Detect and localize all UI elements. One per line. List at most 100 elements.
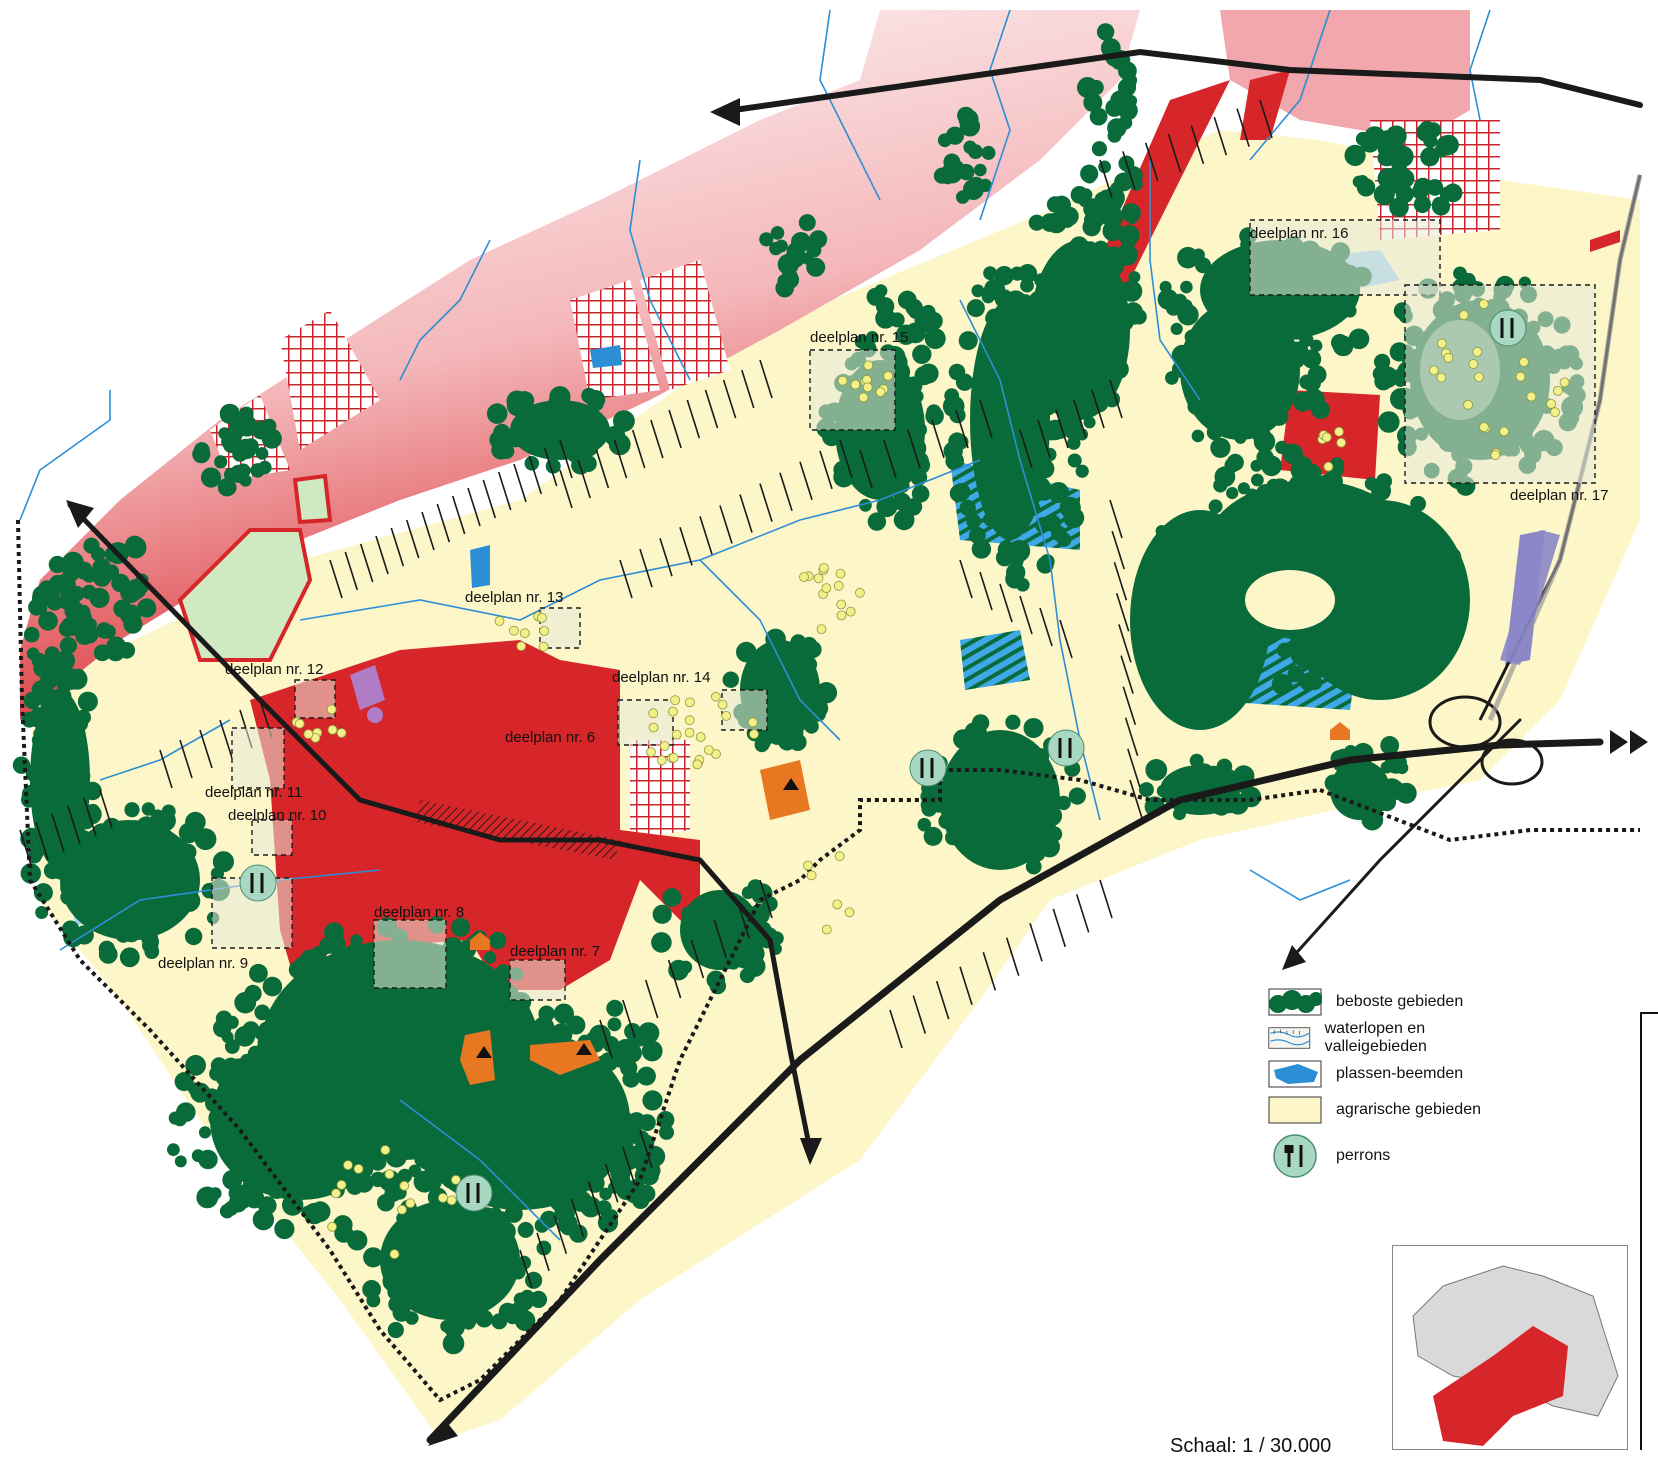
tree-dot [485,1152,506,1174]
field-hatch-line [451,495,466,535]
tree-dot [1222,773,1235,786]
tree-dot [456,1221,472,1237]
field-hatch-line [513,463,527,503]
tree-dot [1010,817,1031,838]
tree-dot [136,816,157,837]
tree-dot [192,445,211,464]
marker-dot [648,722,659,733]
park-area [177,528,313,662]
tree-dot [1005,569,1025,589]
tree-dot [1376,366,1399,389]
tree-dot [1020,775,1039,794]
marker-dot [1499,426,1509,437]
tree-dot [1155,525,1168,538]
tree-dot [81,584,97,600]
tree-dot [405,1311,419,1325]
tree-dot [559,1218,577,1236]
tree-dot [191,1149,205,1163]
tree-dot [111,573,130,593]
tree-dot [274,1218,295,1240]
tree-dot [1020,389,1034,402]
marker-dot [813,573,824,584]
tree-dot [1420,147,1440,167]
tree-dot [1094,281,1113,299]
tree-dot [469,1304,488,1323]
marker-dot [1519,357,1529,367]
field-hatch-line [1055,409,1069,449]
tree-dot [1364,527,1379,542]
tree-dot [638,1114,656,1132]
tree-dot [212,851,234,873]
marker-dot [1323,461,1334,472]
tree-dot [567,1123,588,1143]
marker-dot [850,379,861,390]
tree-dot [971,284,985,298]
deelplan-label-16: deelplan nr. 16 [1250,225,1348,242]
tree-dot [1097,259,1116,277]
field-hatch-line [1236,108,1250,147]
tree-dot [1118,115,1133,130]
tree-dot [683,905,703,925]
tree-dot [1031,748,1050,766]
tree-dot [288,1071,306,1090]
tree-dot [652,904,672,924]
tree-dot [377,1193,395,1212]
urban-strip [1240,70,1290,140]
tree-dot [43,862,62,880]
tree-dot [1211,583,1232,604]
tree-dot [306,1205,324,1223]
tree-dot [1390,200,1407,217]
tree-dot [1189,753,1204,768]
tree-dot [1241,371,1255,386]
tree-dot [1226,487,1239,500]
tree-dot [946,808,959,822]
tree-dot [1227,630,1247,650]
marker-dot [862,382,873,393]
marker-dot [646,747,656,757]
field-hatch-line [686,399,701,439]
tree-dot [432,1052,452,1072]
tree-dot [1131,309,1147,325]
tree-dot [241,1177,263,1199]
tree-dot [595,1153,609,1167]
tree-dot [1177,246,1199,269]
lavender-strip [1500,530,1560,665]
tree-dot [1209,368,1230,389]
field-hatch-line [719,505,733,544]
marker-dot [1443,352,1454,363]
tree-dot [1079,188,1093,202]
tree-dot [1256,448,1274,467]
tree-dot [875,483,894,503]
tree-dot [963,820,979,837]
deelplan-label-10: deelplan nr. 10 [228,807,326,824]
tree-dot [215,1010,232,1027]
field-hatch-line [1120,655,1134,694]
tree-dot [728,926,743,941]
tree-dot [1369,792,1390,812]
tree-dot [897,290,917,310]
tree-dot [1431,197,1451,216]
tree-dot [244,984,262,1003]
marker-dot [343,1160,353,1170]
tree-dot [636,1066,656,1086]
tree-dot [119,947,140,968]
tree-dot [1388,519,1406,537]
tree-dot [1226,453,1244,471]
marker-dot [397,1204,407,1215]
tree-dot [218,427,231,440]
tree-dot [61,617,78,634]
tree-dot [1138,571,1158,591]
tree-dot [1145,759,1168,781]
tree-dot [37,817,56,835]
marker-dot [516,641,527,652]
tree-dot [98,940,115,957]
scale-text: Schaal: 1 / 30.000 [1170,1435,1332,1457]
marker-dot [685,697,695,708]
tree-dot [1413,195,1431,213]
tree-dot [1322,302,1339,319]
tree-dot [770,226,785,240]
deelplan-label-15: deelplan nr. 15 [810,329,908,346]
tree-dot [1189,542,1204,556]
marker-dot [1429,365,1439,376]
marker-dot [747,717,758,728]
